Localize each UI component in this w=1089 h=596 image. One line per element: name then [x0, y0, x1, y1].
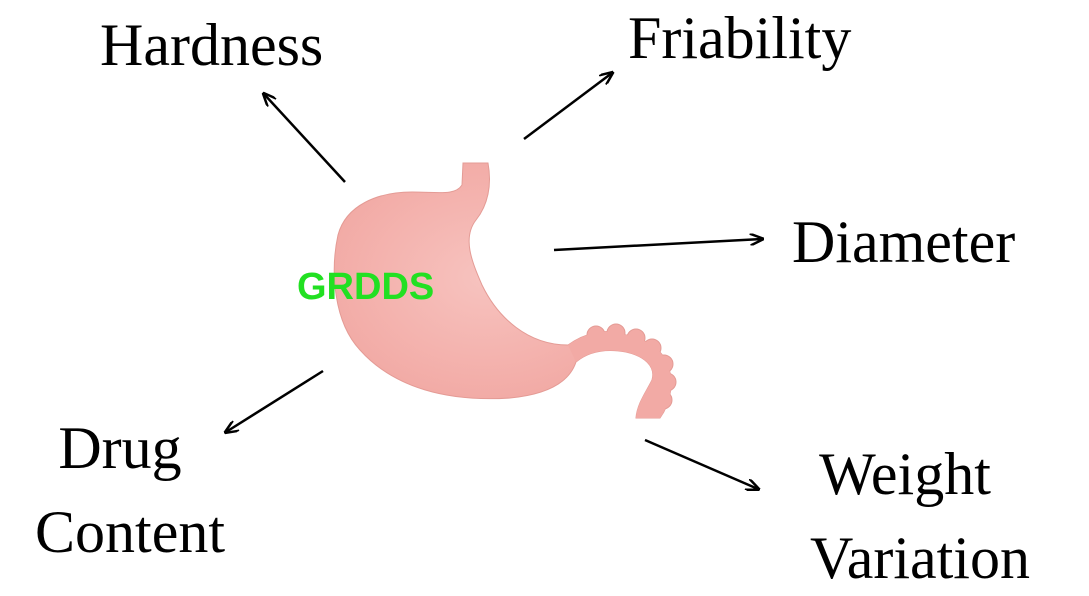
arrow-to-diameter [554, 239, 762, 250]
label-friability: Friability [628, 8, 851, 68]
label-weight-variation-line2: Variation [770, 528, 1070, 588]
arrow-to-friability [524, 73, 612, 139]
label-hardness: Hardness [100, 15, 323, 75]
grdds-label: GRDDS [297, 268, 434, 306]
arrow-to-hardness [264, 94, 345, 182]
label-weight-variation: Weight Variation [770, 444, 1070, 588]
label-weight-variation-line1: Weight [740, 444, 1070, 504]
label-diameter: Diameter [792, 212, 1015, 272]
label-drug-content: Drug Content [10, 418, 250, 562]
label-drug-content-line1: Drug [0, 418, 250, 478]
label-drug-content-line2: Content [10, 502, 250, 562]
